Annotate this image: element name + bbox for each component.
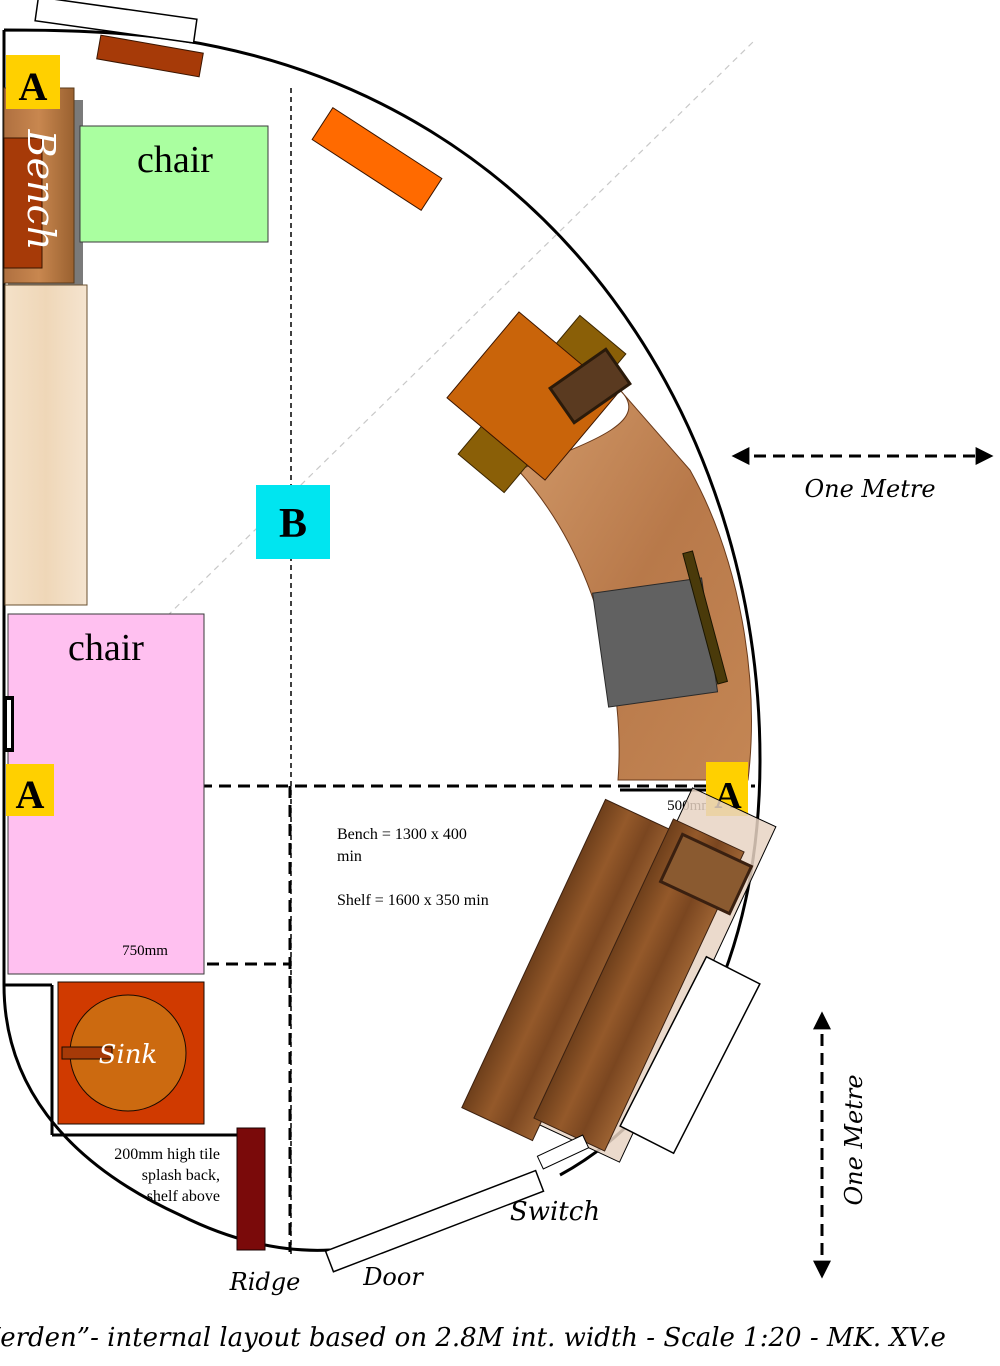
keyboard-strip <box>682 550 729 685</box>
bench-tray <box>658 832 754 916</box>
chair-top-label: chair <box>137 139 213 181</box>
marker-a-left-label: A <box>16 772 45 817</box>
marker-a-top <box>6 55 60 109</box>
diagonal-guide <box>9 39 756 771</box>
switch-plate <box>536 1134 590 1170</box>
note-shelf: Shelf = 1600 x 350 min <box>337 892 489 909</box>
dim-750-label: 750mm <box>122 943 168 959</box>
marker-a-top-label: A <box>19 64 48 109</box>
marker-a-left <box>6 764 54 816</box>
switch-label: Switch <box>510 1197 600 1227</box>
marker-b-label: B <box>279 501 307 547</box>
bench-label: Bench <box>19 129 63 251</box>
sink-label: Sink <box>99 1040 158 1070</box>
window-left-inner <box>7 700 11 748</box>
window-top <box>34 0 198 44</box>
door-label: Door <box>362 1263 424 1291</box>
splash-line-2: splash back, <box>142 1167 220 1184</box>
caption: “Nerden”- internal layout based on 2.8M … <box>0 1323 946 1353</box>
scale-vertical-label: One Metre <box>840 1074 868 1205</box>
desk-orange-square <box>446 311 618 481</box>
sink-tap <box>61 1046 113 1060</box>
note-bench-min: min <box>337 848 362 865</box>
splash-line-3: shelf above <box>147 1188 220 1205</box>
door <box>324 1169 545 1273</box>
note-bench: Bench = 1300 x 400 <box>337 826 467 843</box>
ridge-post <box>236 1127 266 1251</box>
bench-dark-right <box>533 818 745 1152</box>
scale-horizontal-label: One Metre <box>804 475 935 503</box>
window-right <box>619 955 761 1155</box>
orange-block <box>311 106 443 212</box>
desk-tray <box>548 347 632 425</box>
long-shelf <box>4 284 88 606</box>
chair-top <box>79 125 269 243</box>
marker-b <box>256 485 330 559</box>
splash-line-1: 200mm high tile <box>114 1146 220 1163</box>
chair-left-label: chair <box>68 627 144 669</box>
ridge-label: Ridge <box>229 1268 301 1296</box>
rust-block-top <box>96 34 204 78</box>
bench-inset <box>3 137 43 269</box>
